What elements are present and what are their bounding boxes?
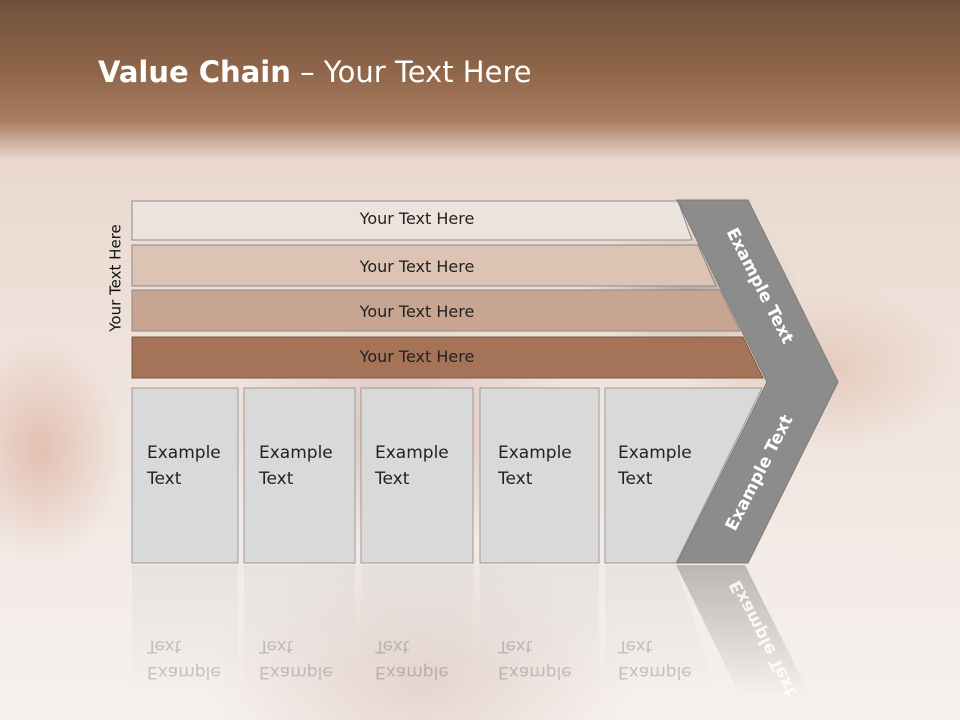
box-1-reflection-line2: Text — [147, 636, 182, 656]
box-2-label: Example Text — [259, 440, 333, 492]
box-4-label: Example Text — [498, 440, 572, 492]
chevron-reflection — [676, 565, 810, 695]
box-3-reflection-line2: Text — [375, 636, 410, 656]
side-label: Your Text Here — [104, 203, 128, 353]
box-3-line2: Text — [375, 469, 410, 489]
row-3-label: Your Text Here — [359, 302, 475, 321]
box-4-reflection-line2: Text — [498, 636, 533, 656]
box-2-line1: Example — [259, 443, 333, 463]
side-label-text: Your Text Here — [107, 224, 125, 332]
box-1-label: Example Text — [147, 440, 221, 492]
box-2 — [243, 387, 356, 564]
title-bold: Value Chain — [98, 55, 291, 89]
box-4-reflection-line1: Example — [498, 662, 572, 682]
box-4-reflection-label: Example Text — [498, 633, 572, 685]
header-band — [0, 0, 960, 160]
box-reflection — [480, 565, 599, 695]
title-rest: – Your Text Here — [290, 55, 532, 89]
box-1-reflection-label: Example Text — [147, 633, 221, 685]
row-4 — [131, 336, 764, 379]
box-3-reflection-label: Example Text — [375, 633, 449, 685]
box-reflection — [132, 565, 238, 695]
box-3-reflection-line1: Example — [375, 662, 449, 682]
box-reflection — [361, 565, 473, 695]
box-5-line2: Text — [618, 469, 653, 489]
box-4-line1: Example — [498, 443, 572, 463]
box-5-reflection-line2: Text — [618, 636, 653, 656]
box-2-reflection-line1: Example — [259, 662, 333, 682]
box-reflection — [605, 565, 718, 695]
row-4-label: Your Text Here — [359, 347, 475, 366]
box-5-reflection-label: Example Text — [618, 633, 692, 685]
box-5-label: Example Text — [618, 440, 692, 492]
box-4-line2: Text — [498, 469, 533, 489]
slide-title: Value Chain – Your Text Here — [98, 55, 532, 89]
row-1 — [131, 200, 693, 241]
row-2 — [131, 244, 717, 287]
box-1-reflection-line1: Example — [147, 662, 221, 682]
row-1-label: Your Text Here — [359, 209, 475, 228]
box-5-reflection-line1: Example — [618, 662, 692, 682]
row-3 — [131, 289, 741, 332]
box-5 — [604, 387, 763, 564]
reflection-group — [132, 565, 810, 695]
box-1-line1: Example — [147, 443, 221, 463]
row-2-label: Your Text Here — [359, 257, 475, 276]
box-3 — [360, 387, 474, 564]
box-3-line1: Example — [375, 443, 449, 463]
box-1 — [131, 387, 239, 564]
box-2-reflection-line2: Text — [259, 636, 294, 656]
box-5-line1: Example — [618, 443, 692, 463]
box-4 — [479, 387, 600, 564]
box-2-reflection-label: Example Text — [259, 633, 333, 685]
chevron-arrow — [676, 199, 839, 564]
box-1-line2: Text — [147, 469, 182, 489]
box-2-line2: Text — [259, 469, 294, 489]
box-reflection — [244, 565, 355, 695]
box-3-label: Example Text — [375, 440, 449, 492]
